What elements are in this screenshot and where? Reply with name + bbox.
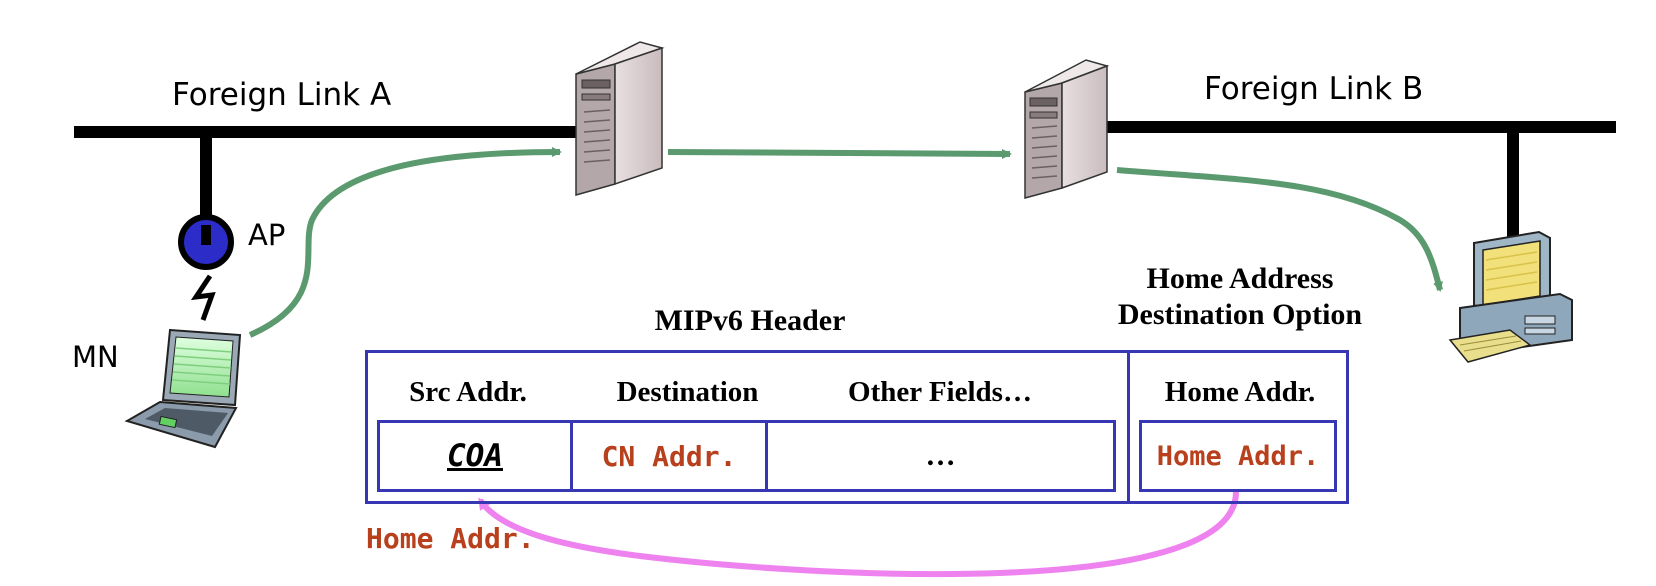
field-name-destination: Destination [616,376,759,408]
value-cell-destination: CN Addr. [570,420,768,492]
value-cell-other-fields: … [765,420,1116,492]
ap-label: AP [248,218,286,252]
router-icon [1024,59,1110,199]
foreign-link-b-label: Foreign Link B [1204,71,1424,107]
home-address-option-box [1127,350,1349,504]
value-other-fields: … [925,439,956,472]
foreign-link-a-label: Foreign Link A [172,77,392,113]
field-name-home-addr: Home Addr. [1164,376,1316,408]
value-cell-src-addr: COA [377,420,573,492]
mipv6-header-title: MIPv6 Header [654,304,846,337]
desktop-computer-icon [1448,230,1573,363]
packet-path-router-b-to-cn [1116,167,1443,292]
mn-label: MN [72,340,119,374]
home-address-option-title-line1: Home Address [1146,262,1334,295]
value-cn-addr: CN Addr. [601,439,737,473]
value-coa: COA [447,438,503,474]
wireless-signal-icon [190,274,216,321]
packet-path-router-a-to-router-b [667,148,1012,159]
access-point-icon [178,214,234,270]
value-home-addr: Home Addr. [1156,440,1320,472]
packet-path-mn-to-router-a [248,147,562,338]
home-address-swap-arrow [477,491,1239,578]
value-cell-home-addr: Home Addr. [1139,420,1337,492]
laptop-icon [124,328,242,449]
replacement-home-addr-label: Home Addr. [366,522,535,555]
home-address-option-title-line2: Destination Option [1117,298,1363,331]
field-name-src-addr: Src Addr. [409,376,527,408]
field-name-other-fields: Other Fields… [848,376,1032,408]
router-icon [575,41,665,196]
